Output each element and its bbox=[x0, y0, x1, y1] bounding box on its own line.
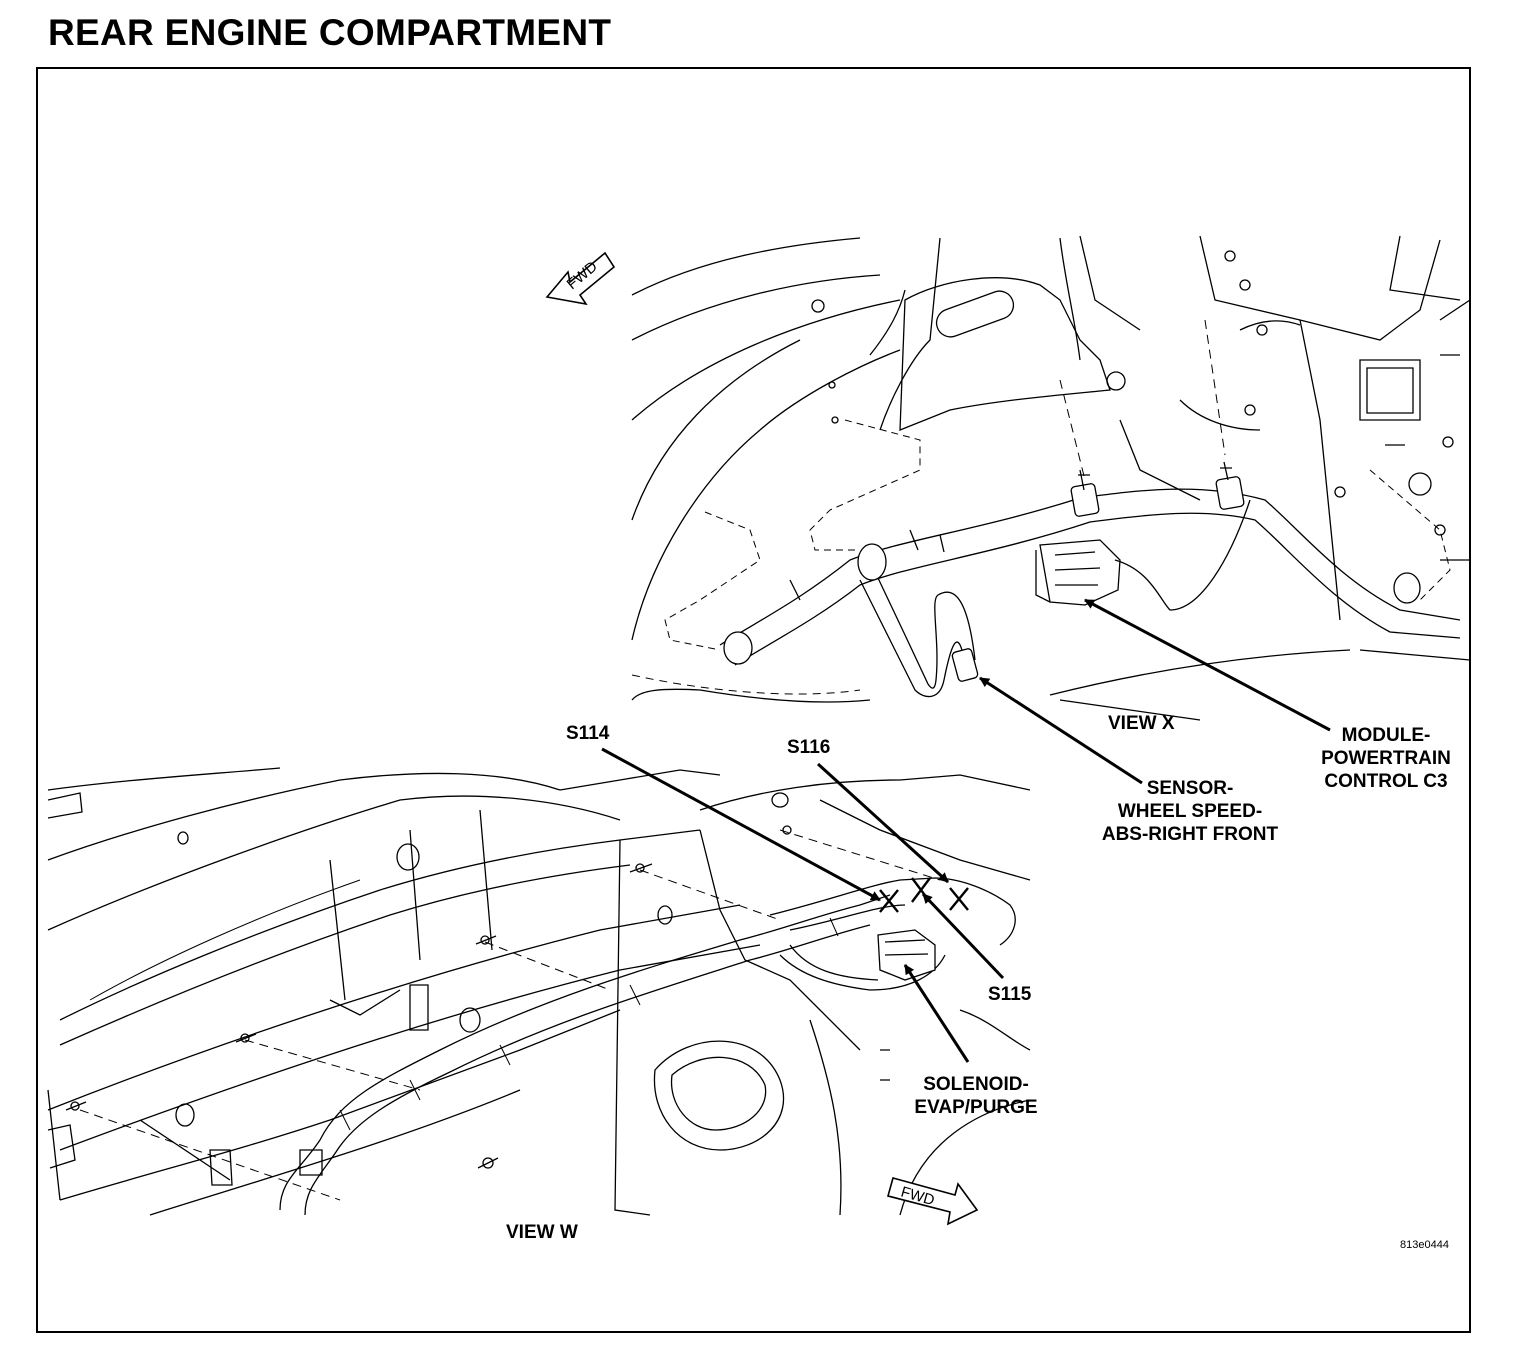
callout-sensor-line-3: ABS-RIGHT FRONT bbox=[1101, 824, 1279, 845]
callout-solenoid-evap-purge: SOLENOID- EVAP/PURGE bbox=[906, 1073, 1046, 1119]
callout-sensor-line-1: SENSOR- bbox=[1146, 778, 1234, 799]
view-x-label: VIEW X bbox=[1108, 713, 1175, 734]
leader-s115 bbox=[923, 894, 1003, 978]
callout-module-powertrain: MODULE- POWERTRAIN CONTROL C3 bbox=[1312, 724, 1460, 793]
callout-sensor-wheel-speed: SENSOR- WHEEL SPEED- ABS-RIGHT FRONT bbox=[1090, 777, 1290, 846]
diagram-frame bbox=[36, 67, 1471, 1333]
callout-s116: S116 bbox=[787, 737, 831, 758]
callout-module-line-2: POWERTRAIN bbox=[1321, 748, 1451, 769]
fwd-arrow-upper: FWD bbox=[547, 253, 614, 304]
callout-module-line-3: CONTROL C3 bbox=[1324, 771, 1448, 792]
view-w-illustration bbox=[48, 768, 1030, 1215]
callout-s114: S114 bbox=[566, 723, 610, 744]
callout-module-line-1: MODULE- bbox=[1341, 725, 1431, 746]
leader-solenoid bbox=[905, 964, 968, 1062]
leader-s116 bbox=[818, 764, 948, 882]
view-x-illustration bbox=[632, 236, 1470, 720]
leader-lines bbox=[602, 600, 1330, 1062]
view-w-label: VIEW W bbox=[506, 1222, 578, 1243]
callout-solenoid-line-1: SOLENOID- bbox=[923, 1074, 1029, 1095]
fwd-label-lower: FWD bbox=[899, 1184, 937, 1210]
fwd-arrow-lower: FWD bbox=[888, 1178, 977, 1224]
leader-module bbox=[1084, 600, 1330, 730]
callout-sensor-line-2: WHEEL SPEED- bbox=[1117, 801, 1263, 822]
callout-solenoid-line-2: EVAP/PURGE bbox=[914, 1097, 1038, 1118]
leader-s114 bbox=[602, 749, 881, 900]
figure-code: 813e0444 bbox=[1400, 1239, 1449, 1251]
callout-s115: S115 bbox=[988, 984, 1032, 1005]
page-title: REAR ENGINE COMPARTMENT bbox=[48, 12, 612, 53]
leader-sensor bbox=[979, 678, 1142, 783]
